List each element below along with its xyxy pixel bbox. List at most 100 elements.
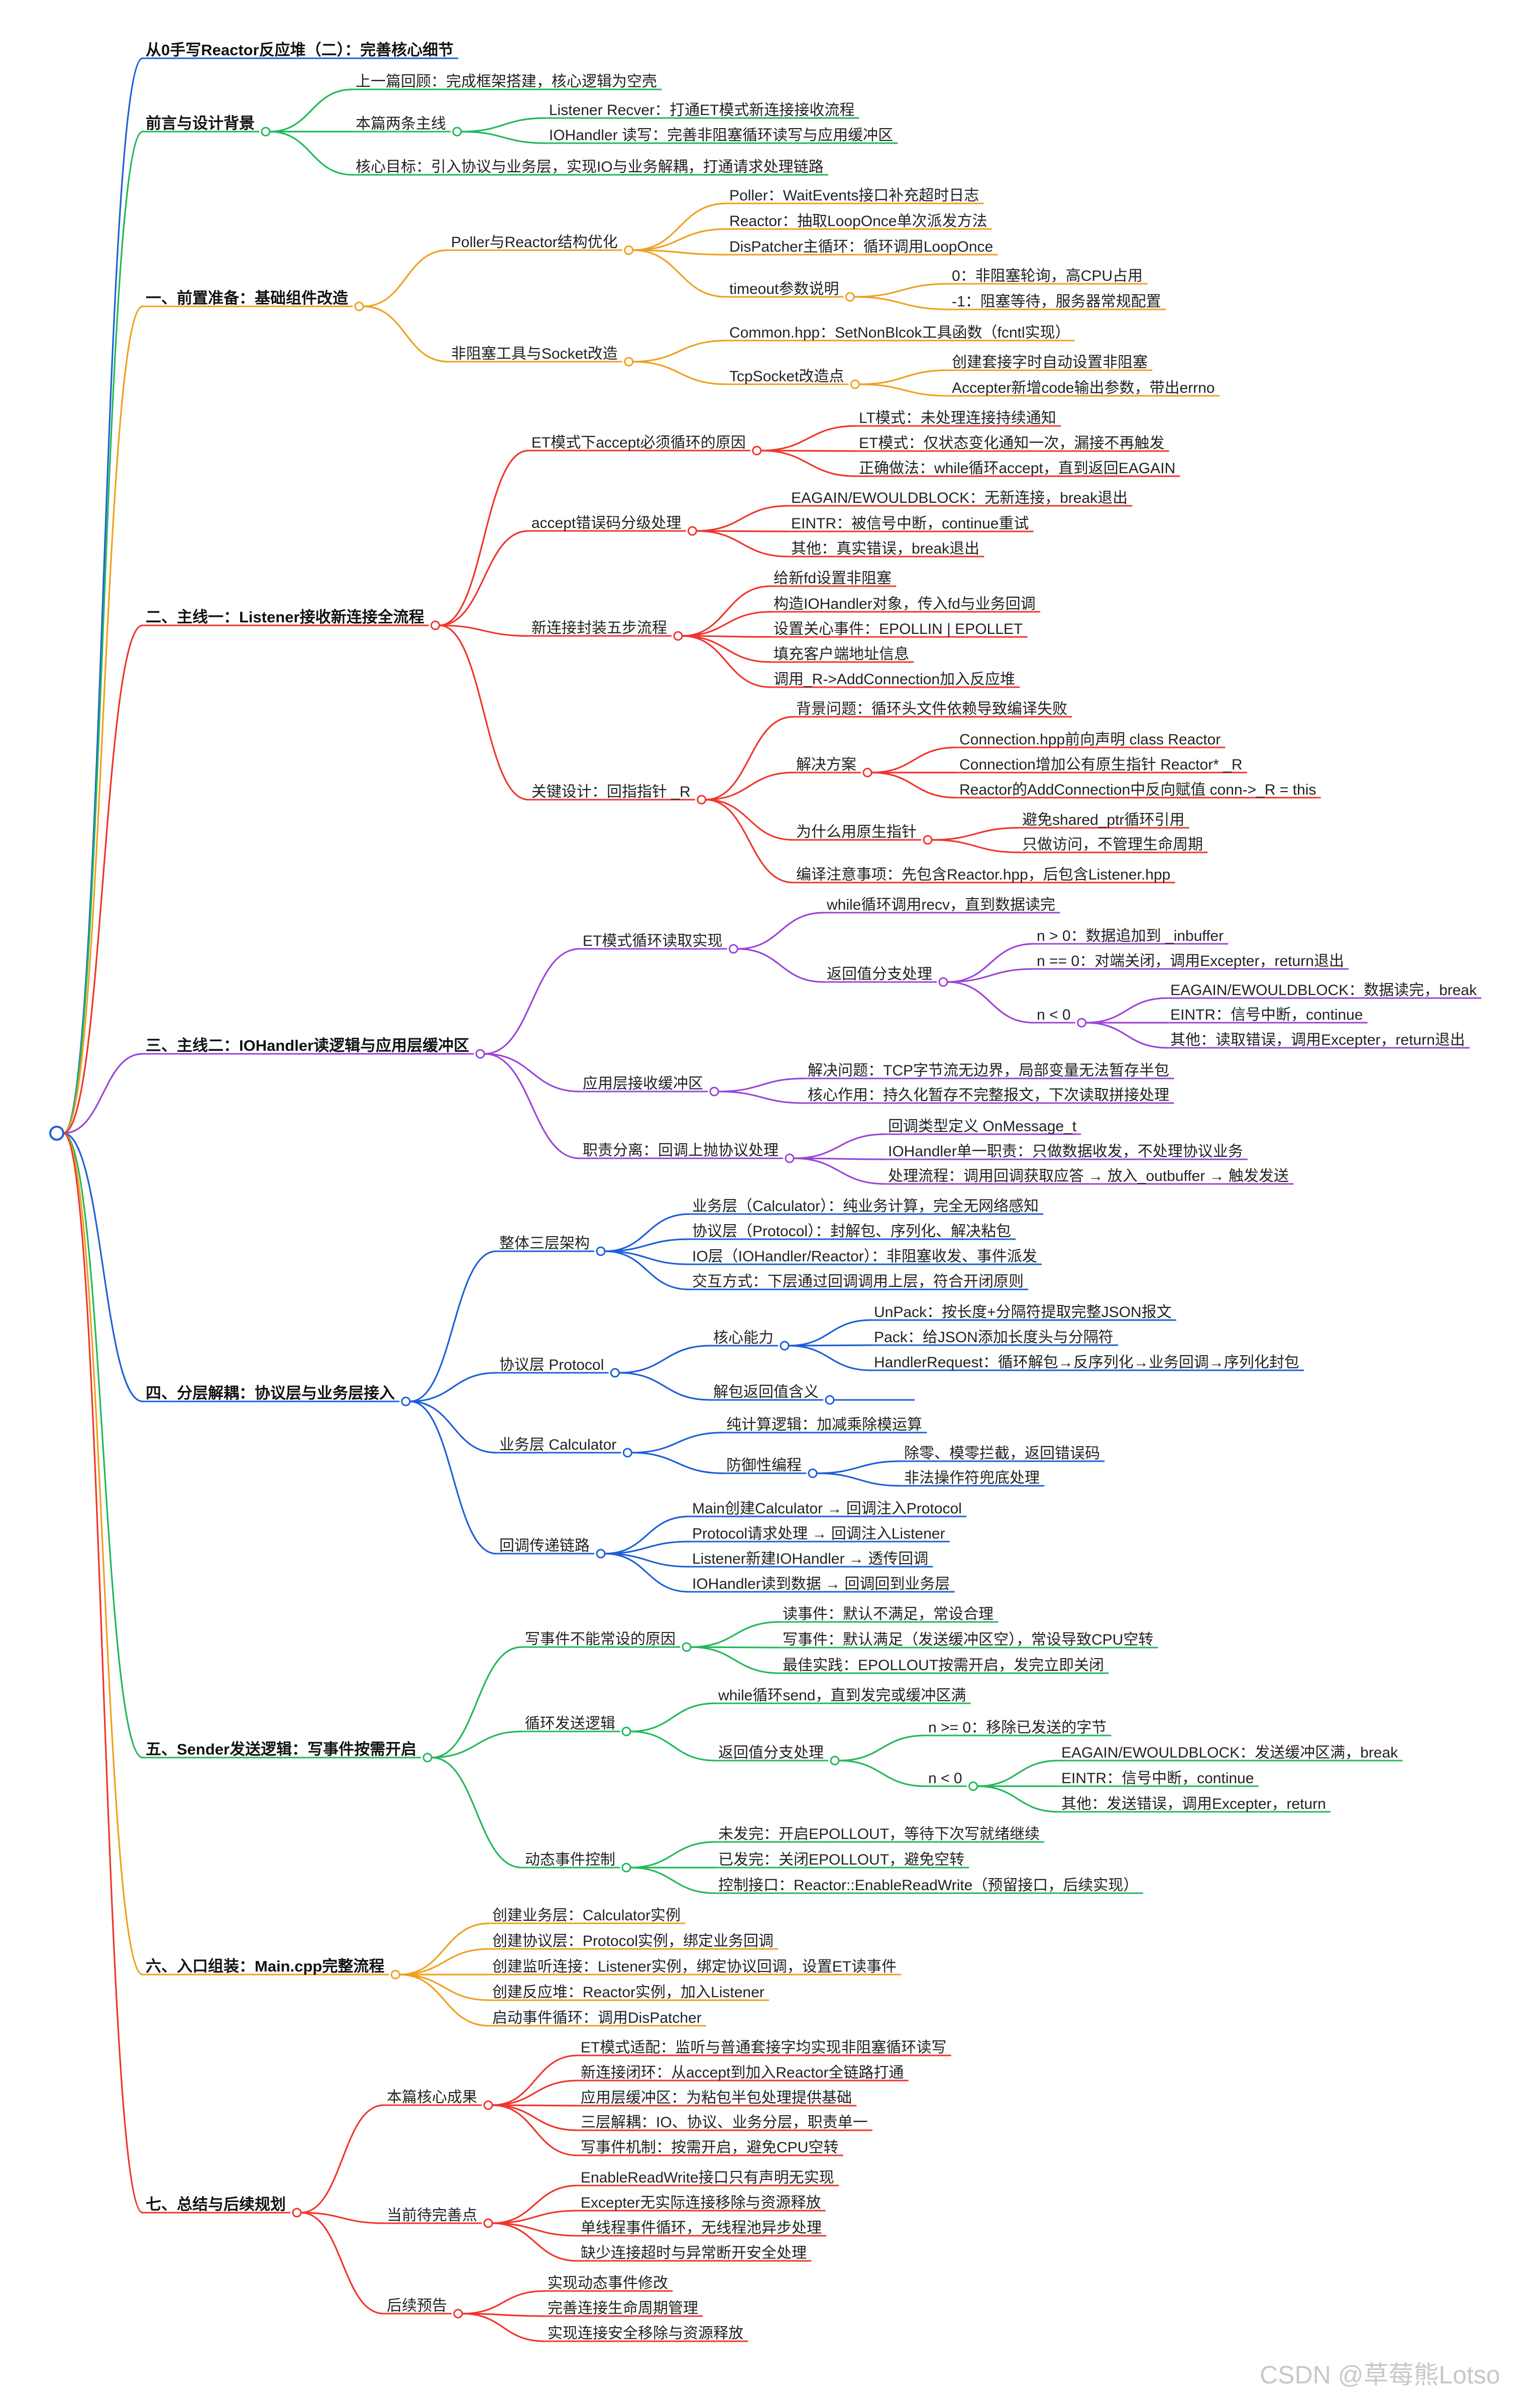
node-label[interactable]: 写事件：默认满足（发送缓冲区空），常设导致CPU空转 [783,1631,1153,1648]
node-label[interactable]: Listener新建IOHandler → 透传回调 [692,1551,928,1567]
collapse-toggle-icon[interactable] [938,977,948,987]
node-label[interactable]: 创建监听连接：Listener实例，绑定协议回调，设置ET读事件 [492,1958,897,1975]
collapse-toggle-icon[interactable] [752,446,762,456]
node-label[interactable]: 最佳实践：EPOLLOUT按需开启，发完立即关闭 [783,1657,1104,1674]
collapse-toggle-icon[interactable] [624,245,634,255]
node-label[interactable]: Protocol请求处理 → 回调注入Listener [692,1526,945,1542]
node-label[interactable]: 职责分离：回调上抛协议处理 [583,1142,779,1159]
node-label[interactable]: ET模式：仅状态变化通知一次，漏接不再触发 [859,435,1164,452]
node-label[interactable]: EINTR：信号中断，continue [1170,1007,1363,1023]
collapse-toggle-icon[interactable] [728,944,738,954]
node-label[interactable]: TcpSocket改造点 [729,368,844,385]
node-label[interactable]: Reactor的AddConnection中反向赋值 conn->_R = th… [959,782,1316,798]
node-label[interactable]: 其他：发送错误，调用Excepter，return [1061,1796,1326,1812]
node-label[interactable]: 其他：读取错误，调用Excepter，return退出 [1170,1032,1465,1048]
node-label[interactable]: 返回值分支处理 [827,966,932,983]
node-label[interactable]: Listener Recver：打通ET模式新连接接收流程 [549,102,854,119]
node-label[interactable]: Connection增加公有原生指针 Reactor* _R [959,756,1243,773]
collapse-toggle-icon[interactable] [780,1341,790,1351]
node-label[interactable]: 业务层 Calculator [499,1437,616,1453]
branch-label-b8[interactable]: 七、总结与后续规划 [146,2196,286,2213]
node-label[interactable]: ET模式循环读取实现 [583,933,722,949]
node-label[interactable]: 协议层（Protocol）：封解包、序列化、解决粘包 [692,1223,1011,1240]
node-label[interactable]: LT模式：未处理连接持续通知 [859,410,1056,426]
node-label[interactable]: 创建协议层：Protocol实例，绑定业务回调 [492,1933,774,1949]
node-label[interactable]: 回调传递链路 [499,1538,590,1554]
collapse-toggle-icon[interactable] [850,379,860,389]
node-label[interactable]: 协议层 Protocol [499,1357,604,1373]
branch-label-b1[interactable]: 前言与设计背景 [146,115,255,132]
node-label[interactable]: 解决问题：TCP字节流无边界，局部变量无法暂存半包 [808,1062,1169,1079]
node-label[interactable]: 返回值分支处理 [718,1745,824,1761]
node-label[interactable]: Reactor：抽取LoopOnce单次派发方法 [729,213,987,230]
node-label[interactable]: 应用层缓冲区：为粘包半包处理提供基础 [581,2090,852,2106]
node-label[interactable]: 已发完：关闭EPOLLOUT，避免空转 [718,1851,964,1868]
branch-label-b2[interactable]: 一、前置准备：基础组件改造 [146,289,348,307]
node-label[interactable]: EINTR：被信号中断，continue重试 [791,515,1029,532]
node-label[interactable]: 调用_R->AddConnection加入反应堆 [774,671,1015,688]
collapse-toggle-icon[interactable] [621,1863,631,1873]
collapse-toggle-icon[interactable] [862,768,872,778]
collapse-toggle-icon[interactable] [845,292,855,302]
collapse-toggle-icon[interactable] [261,127,271,137]
node-label[interactable]: IOHandler读到数据 → 回调回到业务层 [692,1576,950,1592]
branch-label-b4[interactable]: 三、主线二：IOHandler读逻辑与应用层缓冲区 [146,1037,469,1054]
collapse-toggle-icon[interactable] [475,1049,485,1059]
node-label[interactable]: 实现连接安全移除与资源释放 [547,2325,743,2342]
node-label[interactable]: 0：非阻塞轮询，高CPU占用 [952,268,1143,284]
collapse-toggle-icon[interactable] [682,1642,692,1652]
node-label[interactable]: n > 0：数据追加到 _inbuffer [1037,928,1224,944]
node-label[interactable]: 后续预告 [387,2298,447,2314]
node-label[interactable]: 应用层接收缓冲区 [583,1075,703,1092]
node-label[interactable]: 业务层（Calculator）：纯业务计算，完全无网络感知 [692,1198,1039,1215]
node-label[interactable]: DisPatcher主循环：循环调用LoopOnce [729,239,993,255]
collapse-toggle-icon[interactable] [968,1781,978,1791]
node-label[interactable]: IOHandler单一职责：只做数据收发，不处理协议业务 [888,1143,1243,1160]
collapse-toggle-icon[interactable] [401,1396,411,1406]
node-label[interactable]: 核心作用：持久化暂存不完整报文，下次读取拼接处理 [808,1087,1169,1104]
node-label[interactable]: 非阻塞工具与Socket改造 [451,346,618,362]
node-label[interactable]: 创建反应堆：Reactor实例，加入Listener [492,1984,764,2001]
branch-label-b6[interactable]: 五、Sender发送逻辑：写事件按需开启 [146,1740,416,1758]
node-label[interactable]: 启动事件循环：调用DisPatcher [492,2010,702,2026]
node-label[interactable]: Connection.hpp前向声明 class Reactor [959,731,1221,748]
node-label[interactable]: ET模式适配：监听与普通套接字均实现非阻塞循环读写 [581,2039,946,2056]
collapse-toggle-icon[interactable] [622,1448,632,1458]
node-label[interactable]: IO层（IOHandler/Reactor）：非阻塞收发、事件派发 [692,1248,1037,1265]
node-label[interactable]: ET模式下accept必须循环的原因 [531,434,746,451]
node-label[interactable]: Excepter无实际连接移除与资源释放 [581,2195,821,2211]
node-label[interactable]: Poller：WaitEvents接口补充超时日志 [729,187,979,204]
node-label[interactable]: 创建套接字时自动设置非阻塞 [952,354,1148,371]
node-label[interactable]: n >= 0：移除已发送的字节 [928,1719,1107,1736]
collapse-toggle-icon[interactable] [483,2100,493,2110]
node-label[interactable]: 三层解耦：IO、协议、业务分层，职责单一 [581,2114,868,2131]
node-label[interactable]: 避免shared_ptr循环引用 [1022,812,1184,828]
node-label[interactable]: IOHandler 读写：完善非阻塞循环读写与应用缓冲区 [549,127,893,144]
node-label[interactable]: 单线程事件循环，无线程池异步处理 [581,2220,822,2236]
collapse-toggle-icon[interactable] [621,1726,631,1736]
node-label[interactable]: 核心目标：引入协议与业务层，实现IO与业务解耦，打通请求处理链路 [356,159,824,175]
node-label[interactable]: 写事件机制：按需开启，避免CPU空转 [581,2139,838,2156]
branch-label-b3[interactable]: 二、主线一：Listener接收新连接全流程 [146,608,424,626]
node-label[interactable]: n < 0 [1037,1007,1071,1023]
node-label[interactable]: n < 0 [928,1770,962,1787]
node-label[interactable]: accept错误码分级处理 [531,515,681,531]
node-label[interactable]: 回调类型定义 OnMessage_t [888,1118,1077,1135]
node-label[interactable]: 交互方式：下层通过回调调用上层，符合开闭原则 [692,1273,1024,1290]
node-label[interactable]: 解包返回值含义 [713,1384,819,1400]
node-label[interactable]: 完善连接生命周期管理 [547,2300,698,2317]
node-label[interactable]: while循环send，直到发完或缓冲区满 [718,1687,966,1704]
collapse-toggle-icon[interactable] [422,1753,432,1763]
node-label[interactable]: EAGAIN/EWOULDBLOCK：发送缓冲区满，break [1061,1745,1398,1761]
node-label[interactable]: 动态事件控制 [525,1851,615,1868]
node-label[interactable]: 除零、模零拦截，返回错误码 [904,1445,1100,1462]
node-label[interactable]: 关键设计：回指指针 _R [531,784,691,800]
node-label[interactable]: 正确做法：while循环accept，直到返回EAGAIN [859,460,1175,477]
node-label[interactable]: 本篇核心成果 [387,2089,477,2106]
node-label[interactable]: 只做访问，不管理生命周期 [1022,836,1203,853]
node-label[interactable]: 循环发送逻辑 [525,1715,615,1732]
node-label[interactable]: Accepter新增code输出参数，带出errno [952,380,1215,396]
node-label[interactable]: 本篇两条主线 [356,116,446,132]
collapse-toggle-icon[interactable] [697,795,707,805]
node-label[interactable]: Poller与Reactor结构优化 [451,234,618,251]
